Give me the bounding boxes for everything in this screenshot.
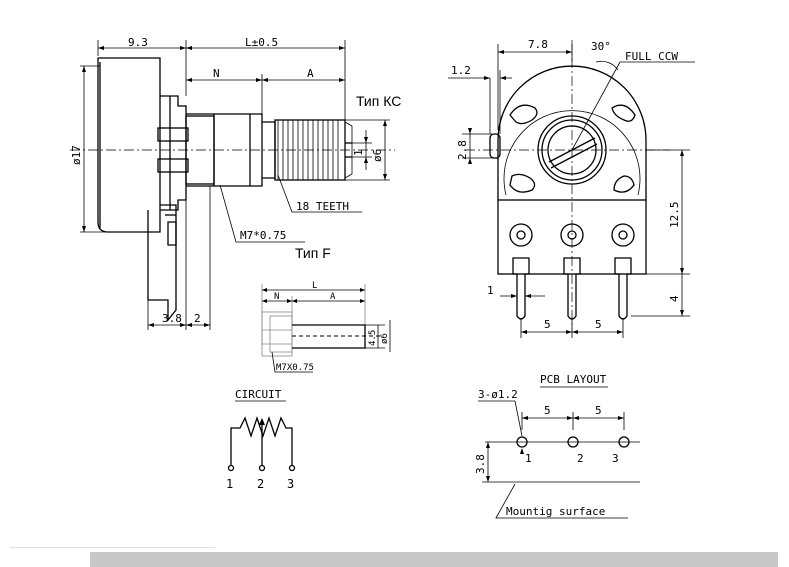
teeth-label: 18 TEETH	[296, 200, 349, 213]
housing-body	[97, 57, 161, 233]
dim-3-8: 3.8	[162, 312, 182, 325]
dim-9-3: 9.3	[128, 36, 148, 49]
front-dim-12-5: 12.5	[668, 202, 681, 229]
full-ccw-label: FULL CCW	[625, 50, 678, 63]
detail-dim-A: A	[330, 292, 336, 302]
front-dim-2-8: 2.8	[456, 140, 469, 160]
scrollbar[interactable]	[90, 552, 778, 567]
front-angle: 30°	[591, 40, 611, 53]
pcb-pin-2: 2	[577, 452, 584, 465]
dim-phi6: ø6	[371, 149, 384, 162]
dim-L: L±0.5	[245, 36, 278, 49]
front-view: 7.8 30° FULL CCW 1.2 2.8 12.5 4 1	[448, 38, 695, 338]
detail-dim-phi6: ø6	[380, 333, 390, 344]
front-dim-5a: 5	[544, 318, 551, 331]
pcb-holes-label: 3-ø1.2	[478, 388, 518, 401]
pcb-dim-3-8: 3.8	[474, 454, 487, 474]
type-f-label: Тип F	[295, 245, 331, 261]
pcb-dim-5a: 5	[544, 404, 551, 417]
divider-line	[10, 547, 215, 548]
pcb-dim-5b: 5	[595, 404, 602, 417]
pcb-title: PCB LAYOUT	[540, 373, 607, 386]
type-kc-label: Тип КС	[356, 93, 401, 109]
potentiometer-drawing: 9.3 L±0.5 N A ø17 1 ø6 Тип КС 18 TEETH M…	[70, 36, 695, 519]
detail-dim-4-5: 4.5	[368, 330, 378, 346]
front-dim-1-2: 1.2	[451, 64, 471, 77]
circuit-pin-2: 2	[257, 477, 264, 491]
type-f-detail: L N A 4.5 ø6 M7X0.75	[261, 281, 391, 373]
circuit-diagram: CIRCUIT 1 2 3	[226, 388, 296, 491]
circuit-pin-1: 1	[226, 477, 233, 491]
dim-2: 2	[194, 312, 201, 325]
front-dim-4: 4	[668, 295, 681, 302]
thread-label: M7*0.75	[240, 229, 286, 242]
detail-dim-L: L	[312, 281, 317, 291]
circuit-pin-3: 3	[287, 477, 294, 491]
circuit-title: CIRCUIT	[235, 388, 282, 401]
dim-N: N	[213, 67, 220, 80]
pcb-pin-1: 1	[525, 452, 532, 465]
dim-1: 1	[352, 149, 365, 156]
detail-thread: M7X0.75	[276, 363, 314, 373]
pcb-pin-3: 3	[612, 452, 619, 465]
front-dim-1: 1	[487, 284, 494, 297]
pcb-layout: PCB LAYOUT 3-ø1.2 5 5 1 2 3 3.8 Mountig …	[474, 373, 640, 519]
detail-dim-N: N	[274, 292, 279, 302]
side-view: 9.3 L±0.5 N A ø17 1 ø6 Тип КС 18 TEETH M…	[70, 36, 401, 330]
dim-phi17: ø17	[70, 145, 83, 165]
front-dim-7-8: 7.8	[528, 38, 548, 51]
mounting-surface-label: Mountig surface	[506, 505, 605, 518]
front-dim-5b: 5	[595, 318, 602, 331]
dim-A: A	[307, 67, 314, 80]
